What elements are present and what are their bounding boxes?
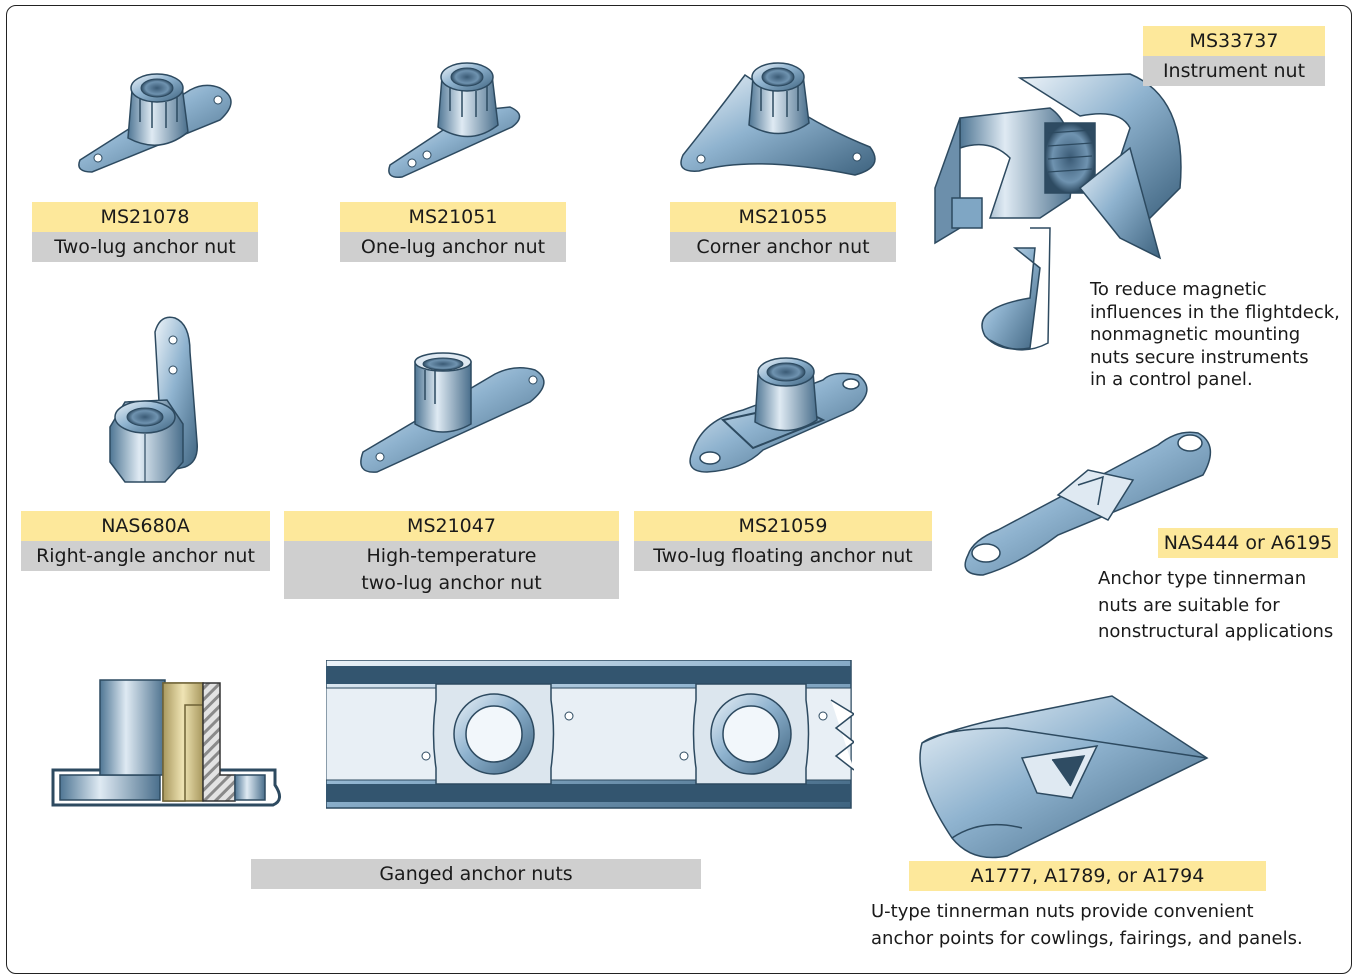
code-label: MS21078 xyxy=(32,202,258,232)
anchor-tinnerman-nut-illustration xyxy=(964,431,1212,576)
right-angle-anchor-nut-illustration xyxy=(109,316,198,483)
figure-frame xyxy=(6,5,1352,974)
code-label: NAS444 or A6195 xyxy=(1158,528,1338,558)
anchor-nut-cross-section-illustration xyxy=(51,679,281,807)
two-lug-anchor-nut-illustration xyxy=(78,73,232,173)
code-label: MS21059 xyxy=(634,511,932,541)
name-label: One-lug anchor nut xyxy=(340,232,566,262)
corner-anchor-nut-illustration xyxy=(680,62,876,176)
one-lug-anchor-nut-illustration xyxy=(388,62,521,178)
code-label: MS21051 xyxy=(340,202,566,232)
name-label: Right-angle anchor nut xyxy=(21,541,270,571)
two-lug-floating-anchor-nut-illustration xyxy=(689,357,868,473)
name-label: Ganged anchor nuts xyxy=(251,859,701,889)
name-label: Corner anchor nut xyxy=(670,232,896,262)
u-type-nut-note: U-type tinnerman nuts provide convenient… xyxy=(871,901,1303,949)
code-label: NAS680A xyxy=(21,511,270,541)
code-label: MS33737 xyxy=(1143,26,1325,56)
name-label: Two-lug floating anchor nut xyxy=(634,541,932,571)
instrument-nut-illustration xyxy=(934,73,1182,351)
ganged-anchor-nuts-illustration xyxy=(326,660,854,809)
name-label: Two-lug anchor nut xyxy=(32,232,258,262)
name-label: Instrument nut xyxy=(1143,56,1325,86)
code-label: MS21055 xyxy=(670,202,896,232)
code-label: MS21047 xyxy=(284,511,619,541)
high-temperature-two-lug-anchor-nut-illustration xyxy=(360,352,545,473)
code-label: A1777, A1789, or A1794 xyxy=(909,861,1266,891)
u-type-tinnerman-nut-illustration xyxy=(919,695,1209,859)
